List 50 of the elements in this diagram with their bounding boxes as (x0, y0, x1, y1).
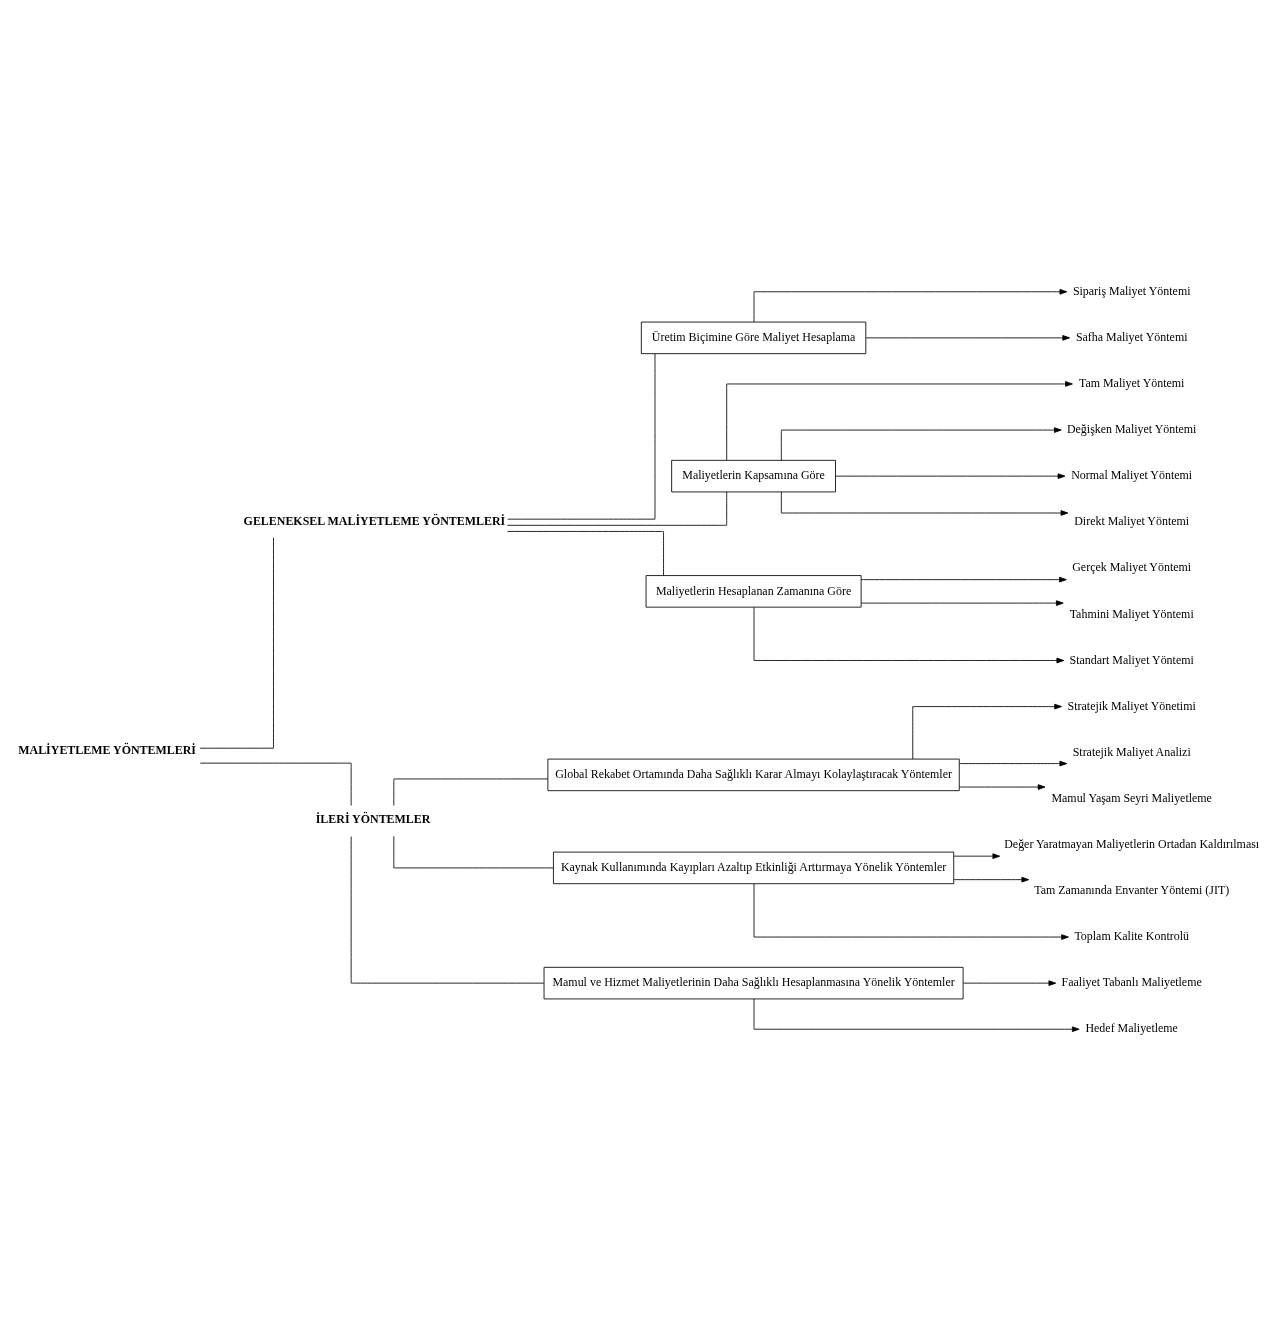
arrow (953, 876, 1030, 883)
arrow (835, 473, 1066, 479)
node-box: Mamul ve Hizmet Maliyetlerinin Daha Sağlıklı Hesaplanmasına Yönelik Yöntemler (543, 966, 964, 1000)
arrow (962, 980, 1057, 986)
arrow (780, 491, 1069, 516)
node-text: Değer Yaratmayan Maliyetlerin Ortadan Kaldırılması (1004, 837, 1260, 852)
node-text: Stratejik Maliyet Analizi (1072, 744, 1191, 759)
node-text: Direkt Maliyet Yöntemi (1074, 514, 1190, 529)
connector (393, 835, 554, 869)
connector (507, 531, 664, 576)
node-text: İLERİ YÖNTEMLER (315, 812, 431, 827)
arrow (753, 998, 1080, 1033)
node-text: Tahmini Maliyet Yöntemi (1069, 606, 1194, 621)
node-text: Mamul Yaşam Seyri Maliyetleme (1051, 790, 1212, 805)
node-text: Faaliyet Tabanlı Maliyetleme (1061, 975, 1202, 990)
node-box: Maliyetlerin Hesaplanan Zamanına Göre (645, 575, 862, 608)
arrow (726, 381, 1073, 461)
arrow (912, 703, 1062, 760)
arrow (753, 606, 1065, 664)
node-text: MALİYETLEME YÖNTEMLERİ (18, 743, 196, 758)
arrow (959, 760, 1068, 767)
node-text: Standart Maliyet Yöntemi (1069, 652, 1194, 667)
node-text: Safha Maliyet Yöntemi (1075, 330, 1188, 345)
connector (507, 353, 656, 520)
node-text: Sipariş Maliyet Yöntemi (1072, 283, 1191, 298)
node-text: Normal Maliyet Yöntemi (1071, 468, 1193, 483)
node-text: Değişken Maliyet Yöntemi (1066, 422, 1197, 437)
node-box: Kaynak Kullanımında Kayıpları Azaltıp Etkinliği Arttırmaya Yönelik Yöntemler (553, 851, 955, 885)
node-box: Maliyetlerin Kapsamına Göre (671, 459, 836, 493)
node-text: Tam Maliyet Yöntemi (1078, 376, 1185, 391)
node-text: Stratejik Maliyet Yönetimi (1067, 698, 1196, 713)
arrow (953, 853, 1001, 859)
connector (350, 836, 545, 984)
node-box: Global Rekabet Ortamında Daha Sağlıklı Karar Almayı Kolaylaştıracak Yöntemler (547, 758, 960, 792)
connector (393, 778, 549, 806)
node-text: GELENEKSEL MALİYETLEME YÖNTEMLERİ (243, 513, 506, 528)
arrow (753, 883, 1069, 940)
arrow (860, 576, 1067, 583)
arrow (753, 288, 1068, 323)
node-box: Üretim Biçimine Göre Maliyet Hesaplama (640, 321, 867, 355)
node-text: Toplam Kalite Kontrolü (1074, 929, 1189, 944)
arrow (959, 784, 1046, 790)
arrow (860, 600, 1064, 606)
node-text: Tam Zamanında Envanter Yöntemi (JIT) (1034, 883, 1230, 898)
node-text: Gerçek Maliyet Yöntemi (1072, 560, 1192, 575)
connector (199, 537, 274, 749)
arrow (780, 427, 1062, 461)
arrow (865, 335, 1071, 341)
connector (506, 491, 728, 526)
node-text: Hedef Maliyetleme (1085, 1021, 1178, 1036)
